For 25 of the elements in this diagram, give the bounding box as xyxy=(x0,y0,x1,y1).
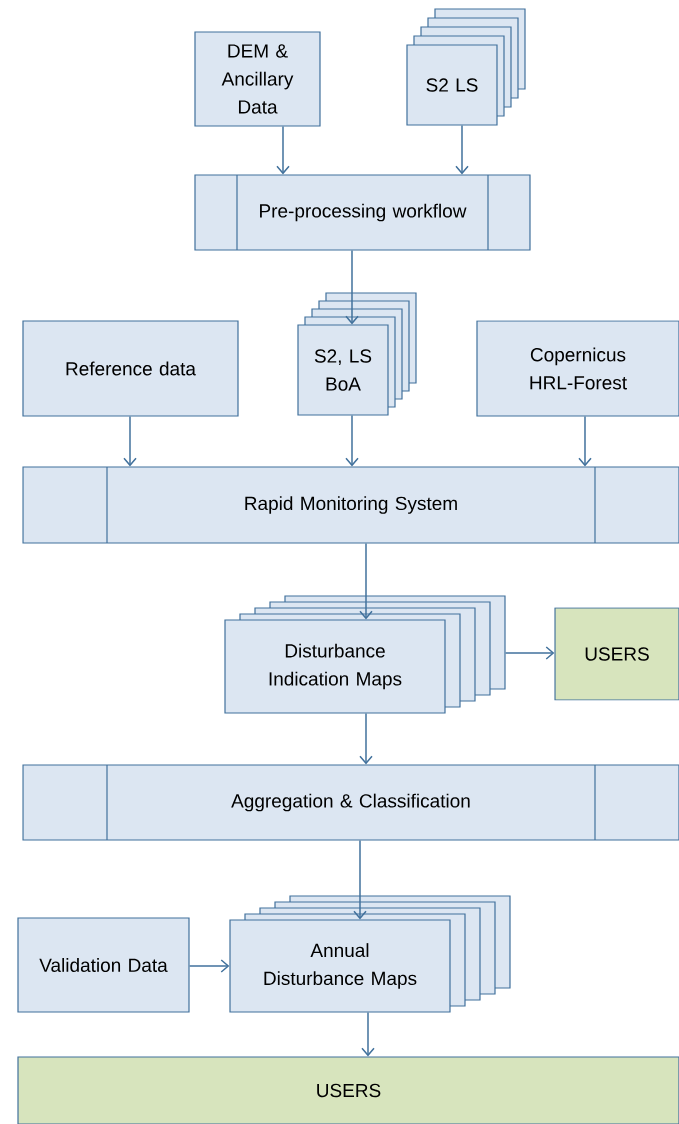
arrow xyxy=(123,415,137,467)
process-bar: Rapid Monitoring System xyxy=(22,466,679,544)
arrow xyxy=(359,712,373,765)
process-box: Copernicus HRL-Forest xyxy=(476,320,679,417)
document-stack: S2 LS xyxy=(406,8,526,126)
document-stack: S2, LS BoA xyxy=(297,292,417,416)
process-box: Reference data xyxy=(22,320,239,417)
arrow xyxy=(345,414,359,467)
process-box: DEM & Ancillary Data xyxy=(194,31,321,127)
arrow xyxy=(504,646,555,660)
arrow xyxy=(188,959,230,973)
process-bar: Aggregation & Classification xyxy=(22,764,679,841)
document-stack: Annual Disturbance Maps xyxy=(229,895,511,1013)
process-bar: Pre-processing workflow xyxy=(194,174,531,251)
arrow xyxy=(276,125,290,175)
process-box: USERS xyxy=(17,1056,679,1124)
document-stack: Disturbance Indication Maps xyxy=(224,595,506,714)
process-box: USERS xyxy=(554,607,679,701)
arrow xyxy=(345,249,359,325)
arrow xyxy=(353,839,367,920)
arrow xyxy=(455,124,469,175)
arrow xyxy=(578,415,592,467)
arrow xyxy=(361,1011,375,1057)
arrow xyxy=(359,542,373,620)
process-box: Validation Data xyxy=(17,917,190,1013)
